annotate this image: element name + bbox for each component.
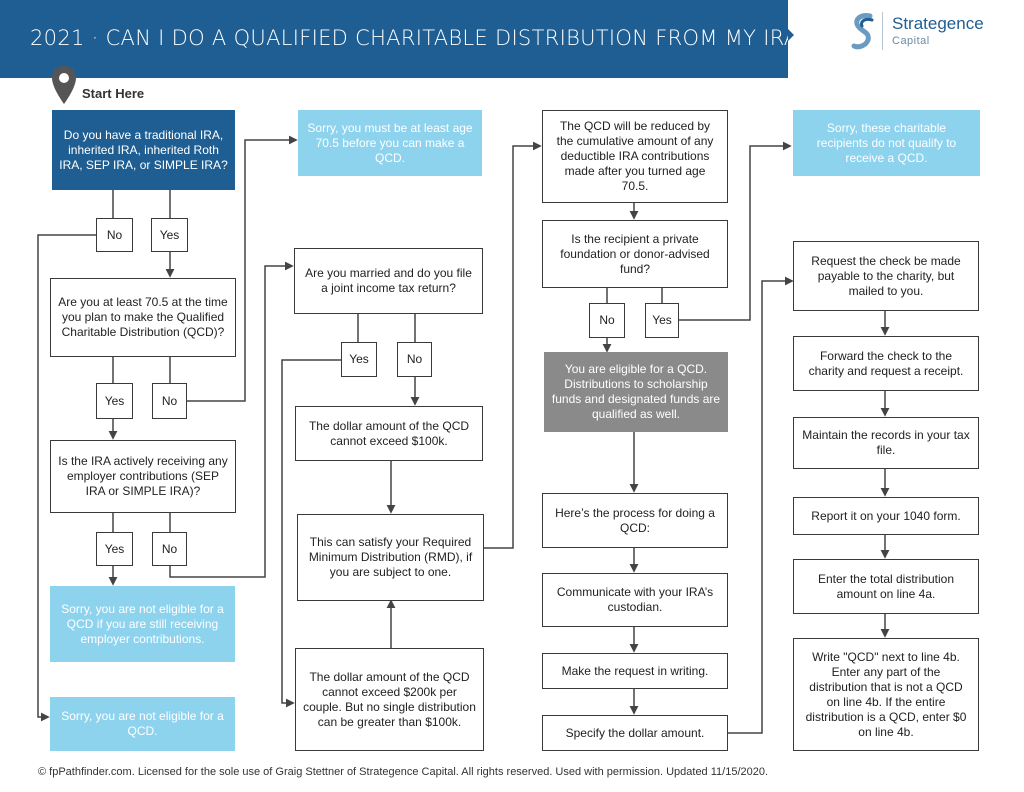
- answer-no-employer: No: [152, 532, 187, 566]
- answer-yes-age: Yes: [96, 383, 133, 419]
- header-arrow: [788, 29, 794, 41]
- logo-name: Strategence: [892, 14, 984, 33]
- step-communicate: Communicate with your IRA’s custodian.: [542, 573, 728, 627]
- step-specify-amount: Specify the dollar amount.: [542, 715, 728, 751]
- answer-no-age: No: [152, 383, 187, 419]
- header-bar: 2021 · CAN I DO A QUALIFIED CHARITABLE D…: [0, 0, 810, 78]
- result-age-requirement: Sorry, you must be at least age 70.5 bef…: [298, 110, 482, 176]
- result-not-eligible: Sorry, you are not eligible for a QCD.: [50, 697, 235, 751]
- result-employer-contributions: Sorry, you are not eligible for a QCD if…: [50, 586, 235, 662]
- result-recipients-not-qualify: Sorry, these charitable recipients do no…: [793, 110, 980, 176]
- step-report-1040: Report it on your 1040 form.: [793, 497, 979, 535]
- answer-yes-married: Yes: [341, 342, 377, 377]
- page-title: 2021 · CAN I DO A QUALIFIED CHARITABLE D…: [30, 26, 810, 50]
- question-employer-contributions: Is the IRA actively receiving any employ…: [50, 440, 236, 513]
- step-line-4b: Write "QCD" next to line 4b. Enter any p…: [793, 638, 979, 751]
- step-maintain-records: Maintain the records in your tax file.: [793, 417, 979, 469]
- rmd-satisfy: This can satisfy your Required Minimum D…: [297, 514, 484, 601]
- limit-200k-couple: The dollar amount of the QCD cannot exce…: [295, 648, 484, 751]
- strategence-logo-icon: [851, 13, 874, 50]
- answer-no-recipient: No: [589, 303, 625, 338]
- step-line-4a: Enter the total distribution amount on l…: [793, 559, 979, 614]
- answer-yes-employer: Yes: [96, 532, 133, 566]
- question-married-joint: Are you married and do you file a joint …: [294, 248, 483, 314]
- footer-copyright: © fpPathfinder.com. Licensed for the sol…: [38, 766, 769, 778]
- location-pin-icon: [52, 66, 76, 104]
- question-traditional-ira: Do you have a traditional IRA, inherited…: [52, 110, 235, 190]
- process-intro: Here’s the process for doing a QCD:: [542, 493, 728, 548]
- question-recipient: Is the recipient a private foundation or…: [542, 220, 728, 288]
- logo-subtitle: Capital: [892, 35, 930, 47]
- question-age-70-5: Are you at least 70.5 at the time you pl…: [50, 278, 236, 357]
- logo: Strategence Capital: [794, 0, 1024, 78]
- step-forward-check: Forward the check to the charity and req…: [793, 336, 979, 391]
- qcd-reduced: The QCD will be reduced by the cumulativ…: [542, 110, 728, 203]
- answer-yes-traditional: Yes: [151, 218, 188, 252]
- logo-divider: [882, 12, 883, 50]
- step-check-payable: Request the check be made payable to the…: [793, 241, 979, 311]
- limit-100k: The dollar amount of the QCD cannot exce…: [295, 406, 483, 461]
- answer-no-married: No: [397, 342, 432, 377]
- start-here-label: Start Here: [82, 86, 145, 101]
- answer-no-traditional: No: [96, 218, 133, 252]
- result-eligible: You are eligible for a QCD. Distribution…: [544, 352, 728, 432]
- answer-yes-recipient: Yes: [645, 303, 679, 338]
- step-request-writing: Make the request in writing.: [542, 653, 728, 689]
